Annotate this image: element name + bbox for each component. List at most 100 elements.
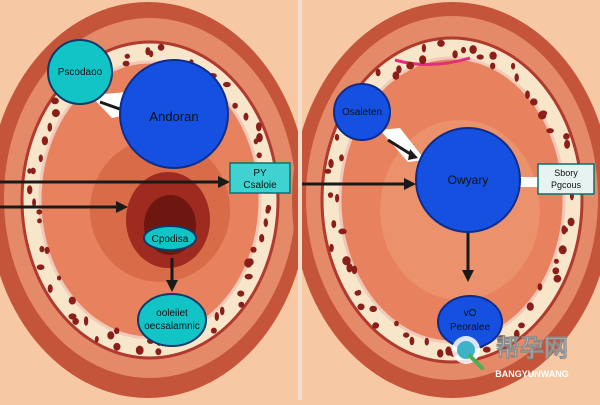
left-bottom-label-line1: ooleiiet (156, 308, 188, 319)
right-box-label-line1: Sbory (554, 168, 578, 178)
right-blue-center-label: Owyary (448, 173, 489, 187)
cell-dot (372, 322, 380, 329)
cell-dot (256, 133, 263, 143)
right-down-arrowhead (462, 270, 474, 282)
cell-dot (525, 90, 530, 99)
cell-dot (461, 46, 466, 54)
cell-dot (346, 263, 353, 273)
right-arrows (302, 128, 540, 282)
cell-dot (145, 47, 151, 56)
cell-dot (514, 329, 520, 339)
cell-dot (334, 133, 340, 141)
cell-dot (553, 274, 562, 283)
watermark-logo-handle (468, 354, 484, 370)
cell-dot (538, 111, 547, 120)
left-label-box (229, 162, 291, 194)
cell-dot (155, 348, 162, 356)
cell-dot (558, 245, 567, 255)
cell-dot (94, 336, 99, 343)
cell-dot (36, 264, 45, 271)
cell-dot (210, 327, 217, 334)
cell-dot (518, 322, 525, 329)
cell-dot (409, 336, 415, 346)
right-bottom-label-line2: Peoralee (450, 322, 490, 333)
cell-dot (394, 320, 399, 327)
cell-dot (124, 53, 130, 59)
cell-dot (445, 346, 452, 356)
cell-dot (56, 275, 62, 281)
left-box-label-line2: Csaloie (243, 180, 277, 191)
cell-dot (38, 154, 43, 163)
left-nodes: Pscodaoo Andoran PY Csaloie Cpodisa oole… (47, 39, 291, 347)
cell-dot (339, 154, 344, 162)
cell-dot (567, 217, 575, 227)
cell-dot (27, 168, 32, 174)
cell-dot (437, 39, 445, 47)
cell-dot (51, 97, 59, 105)
cell-dot (335, 193, 340, 203)
right-vessel-line (394, 56, 471, 67)
left-bottom-label-line2: oecsalamnic (144, 321, 200, 332)
cell-dot (232, 102, 238, 109)
cell-dot (553, 258, 559, 264)
cell-dot (223, 81, 231, 88)
right-blue-top-label: Osaleten (342, 107, 382, 118)
cell-dot (39, 245, 45, 253)
right-box-label-line2: Pgcous (551, 180, 582, 190)
cell-dot (469, 45, 477, 54)
cell-dot (564, 139, 571, 149)
cell-dot (51, 109, 60, 118)
right-long-arrowhead (404, 178, 416, 190)
cell-dot (476, 54, 484, 60)
cell-dot (219, 306, 225, 316)
cell-dot (135, 345, 144, 355)
cell-dot (324, 168, 332, 174)
cell-dot (237, 290, 245, 297)
cell-dot (114, 327, 120, 335)
left-teal-top-label: Pscodaoo (58, 67, 103, 78)
cell-dot (41, 136, 49, 146)
cell-dot (328, 158, 334, 169)
cell-dot (331, 220, 337, 229)
cell-dot (452, 50, 458, 59)
cell-dot (369, 305, 378, 313)
cell-dot (329, 243, 334, 253)
cell-dot (214, 312, 219, 321)
cell-dot (424, 337, 429, 346)
right-box-connector (520, 177, 540, 187)
cell-dot (342, 256, 351, 266)
right-nodes: Osaleten Owyary Sbory Pgcous vO Peoralee (333, 83, 595, 349)
cell-dot (396, 65, 402, 74)
cell-dot (437, 349, 444, 358)
cell-dot (392, 71, 400, 80)
right-pathway-arrow (387, 138, 413, 157)
cell-dot (351, 265, 358, 275)
right-pathway-arrowhead (408, 149, 418, 160)
cell-dot (265, 204, 272, 212)
cell-dot (238, 301, 245, 308)
cell-dot (327, 192, 334, 198)
cell-dot (47, 284, 53, 293)
cell-dot (83, 316, 89, 326)
cell-dot (419, 55, 427, 65)
cell-dot (403, 332, 410, 338)
cell-dot (36, 209, 43, 215)
cell-dot (356, 289, 362, 296)
left-lower-arrowhead (116, 201, 128, 213)
cell-dot (107, 331, 115, 340)
left-center-label: Cpodisa (152, 234, 189, 245)
cell-dot (561, 225, 567, 235)
cell-dot (489, 51, 497, 60)
cell-dot (530, 98, 538, 106)
cell-dot (244, 273, 253, 280)
cell-dot (122, 60, 130, 67)
cell-dot (490, 62, 496, 70)
right-label-box (537, 163, 595, 195)
right-blue-top-node (333, 83, 391, 141)
cell-dot (256, 152, 262, 159)
left-bottom-node (137, 293, 207, 347)
left-blue-label: Andoran (149, 109, 198, 124)
watermark-text: 帮孕网 (496, 335, 568, 362)
